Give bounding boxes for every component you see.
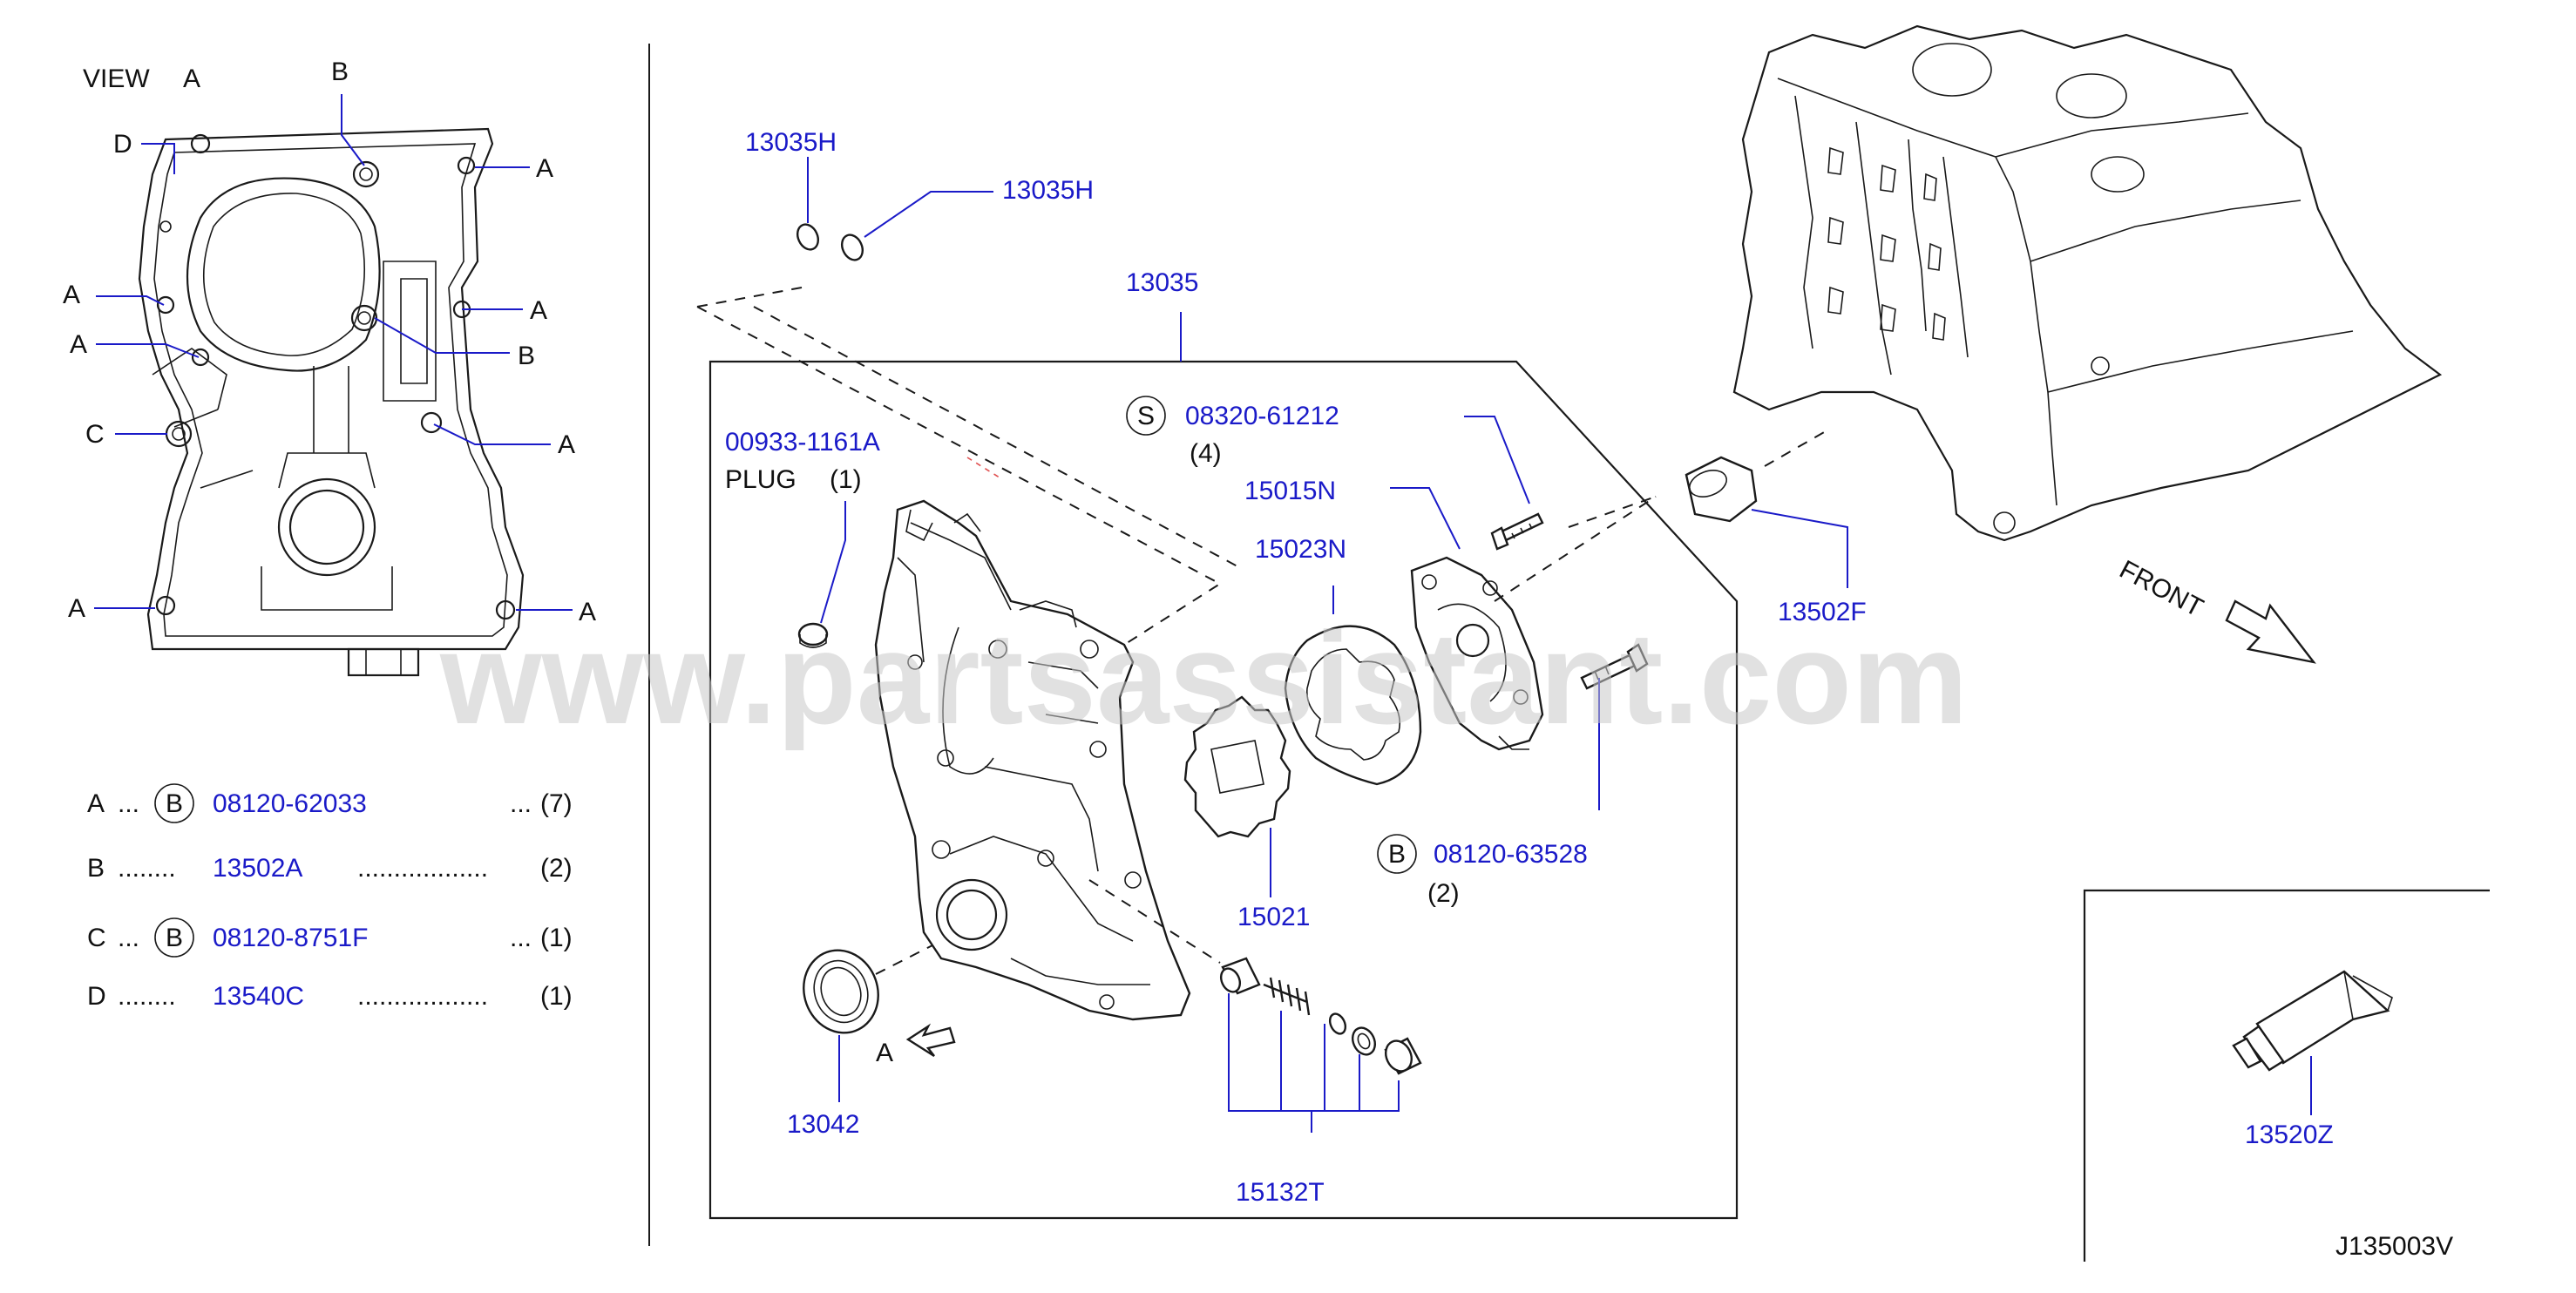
- label-plug-qty: (1): [830, 465, 862, 494]
- projection-lines: [696, 287, 1238, 646]
- legend-part-number[interactable]: 08120-62033: [213, 789, 367, 818]
- oil-seal-13042[interactable]: [792, 940, 890, 1044]
- svg-text:(7): (7): [540, 789, 573, 818]
- sealant-panel: 13520Z: [2083, 889, 2490, 1262]
- svg-text:..................: ..................: [357, 982, 488, 1011]
- label-plug: PLUG: [725, 465, 797, 494]
- marker-a-2: A: [63, 281, 80, 309]
- label-13035h-b[interactable]: 13035H: [1002, 176, 1094, 205]
- marker-a-5: A: [558, 430, 575, 459]
- marker-c: C: [85, 420, 105, 449]
- marker-b-top: B: [331, 58, 349, 86]
- o-ring-13035h-a[interactable]: [794, 221, 823, 253]
- legend-row-c: C ... B 08120-8751F ... (1): [87, 917, 573, 958]
- legend-row-a: A ... B 08120-62033 ... (7): [87, 783, 573, 823]
- svg-text:(1): (1): [540, 924, 573, 952]
- svg-text:...: ...: [510, 924, 532, 952]
- label-13502f[interactable]: 13502F: [1778, 598, 1867, 626]
- label-08320-61212[interactable]: 08320-61212: [1185, 402, 1339, 430]
- label-13042[interactable]: 13042: [787, 1110, 859, 1139]
- label-view-arrow: A: [876, 1039, 893, 1067]
- relief-valve-15132t[interactable]: [1217, 957, 1422, 1075]
- plug-00933-1161a[interactable]: [797, 622, 829, 648]
- b-symbol-letter: B: [1388, 840, 1406, 869]
- svg-text:...: ...: [510, 789, 532, 818]
- svg-text:C: C: [87, 924, 106, 952]
- view-a-markers: D B A A A A B C A A A: [63, 58, 596, 626]
- front-arrow-icon: [2225, 599, 2316, 664]
- view-a-title-letter: A: [183, 64, 200, 93]
- svg-text:...: ...: [118, 789, 139, 818]
- marker-a-3: A: [530, 296, 547, 325]
- screw-08320-61212[interactable]: [1490, 512, 1544, 551]
- main-exploded-view: 13035H 13035H 13035 00933-1161A PLUG (1)…: [696, 128, 1739, 1220]
- assembly-frame: [708, 360, 1739, 1220]
- s-symbol-icon: [1126, 396, 1166, 436]
- label-15023n[interactable]: 15023N: [1255, 535, 1346, 564]
- label-15132t[interactable]: 15132T: [1236, 1178, 1325, 1207]
- drawing-code: J135003V: [2335, 1232, 2453, 1261]
- svg-text:(2): (2): [540, 854, 573, 883]
- label-15021[interactable]: 15021: [1237, 903, 1310, 931]
- legend-row-b: B ........ 13502A .................. (2): [87, 854, 573, 883]
- svg-text:B: B: [166, 924, 183, 952]
- b-symbol-icon: [154, 783, 194, 823]
- label-08120-63528[interactable]: 08120-63528: [1434, 840, 1588, 869]
- svg-text:D: D: [87, 982, 106, 1011]
- label-00933-1161a[interactable]: 00933-1161A: [725, 428, 880, 457]
- front-label: FRONT: [2115, 555, 2208, 623]
- svg-text:(1): (1): [540, 982, 573, 1011]
- svg-text:........: ........: [118, 982, 176, 1011]
- marker-b-mid: B: [518, 342, 535, 370]
- svg-text:B: B: [166, 789, 183, 818]
- marker-a-1: A: [536, 154, 553, 183]
- marker-d: D: [113, 130, 132, 159]
- label-08120-63528-qty: (2): [1427, 879, 1460, 908]
- view-a-arrow-icon: [905, 1023, 956, 1058]
- watermark: www.partsassistant.com: [439, 605, 1968, 751]
- legend-part-number[interactable]: 13540C: [213, 982, 304, 1011]
- view-a-panel: VIEW A: [63, 58, 596, 1011]
- dowel-13502f[interactable]: [1685, 456, 1758, 523]
- front-cover-13035[interactable]: [874, 499, 1191, 1021]
- sealant-tube-13520z[interactable]: [2232, 970, 2393, 1072]
- label-13035h-a[interactable]: 13035H: [745, 128, 837, 157]
- bolt-08120-63528[interactable]: [1580, 643, 1649, 690]
- outer-gear-15023n[interactable]: [1284, 625, 1422, 786]
- label-13520z[interactable]: 13520Z: [2245, 1120, 2334, 1149]
- b-symbol-icon: [154, 917, 194, 958]
- cylinder-block: [1732, 24, 2443, 542]
- label-08320-qty: (4): [1190, 439, 1222, 468]
- view-a-title: VIEW: [83, 64, 150, 93]
- s-symbol-letter: S: [1137, 402, 1155, 430]
- svg-text:B: B: [87, 854, 105, 883]
- label-15015n[interactable]: 15015N: [1244, 477, 1336, 505]
- b-symbol-icon: [1377, 834, 1417, 874]
- svg-text:........: ........: [118, 854, 176, 883]
- bolt-legend: A ... B 08120-62033 ... (7) B ........ 1…: [87, 783, 573, 1011]
- front-cover-view-a: [138, 127, 525, 677]
- legend-part-number[interactable]: 08120-8751F: [213, 924, 368, 952]
- oil-pump-cover-15015n[interactable]: [1410, 556, 1544, 751]
- svg-text:...: ...: [118, 924, 139, 952]
- view-a-leaders: [94, 94, 573, 611]
- svg-text:..................: ..................: [357, 854, 488, 883]
- legend-part-number[interactable]: 13502A: [213, 854, 302, 883]
- label-13035[interactable]: 13035: [1126, 268, 1198, 297]
- marker-a-4: A: [70, 330, 87, 359]
- marker-a-7: A: [579, 598, 596, 626]
- o-ring-13035h-b[interactable]: [838, 232, 867, 263]
- svg-text:A: A: [87, 789, 105, 818]
- legend-row-d: D ........ 13540C .................. (1): [87, 982, 573, 1011]
- inner-gear-15021[interactable]: [1183, 695, 1291, 838]
- marker-a-6: A: [68, 594, 85, 623]
